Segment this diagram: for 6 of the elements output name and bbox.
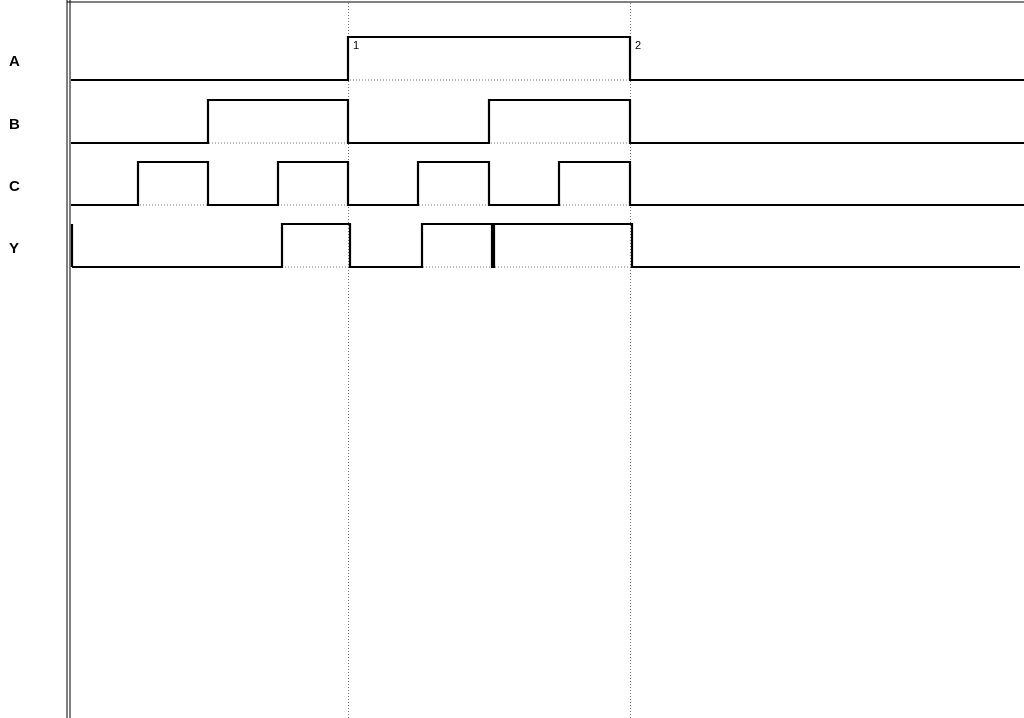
signal-name: Y <box>9 240 19 255</box>
signal-name: B <box>9 116 20 131</box>
cursor-number: 2 <box>635 40 642 51</box>
signal-name: C <box>9 178 20 193</box>
cursor-number: 1 <box>353 40 360 51</box>
signal-name: A <box>9 53 20 68</box>
